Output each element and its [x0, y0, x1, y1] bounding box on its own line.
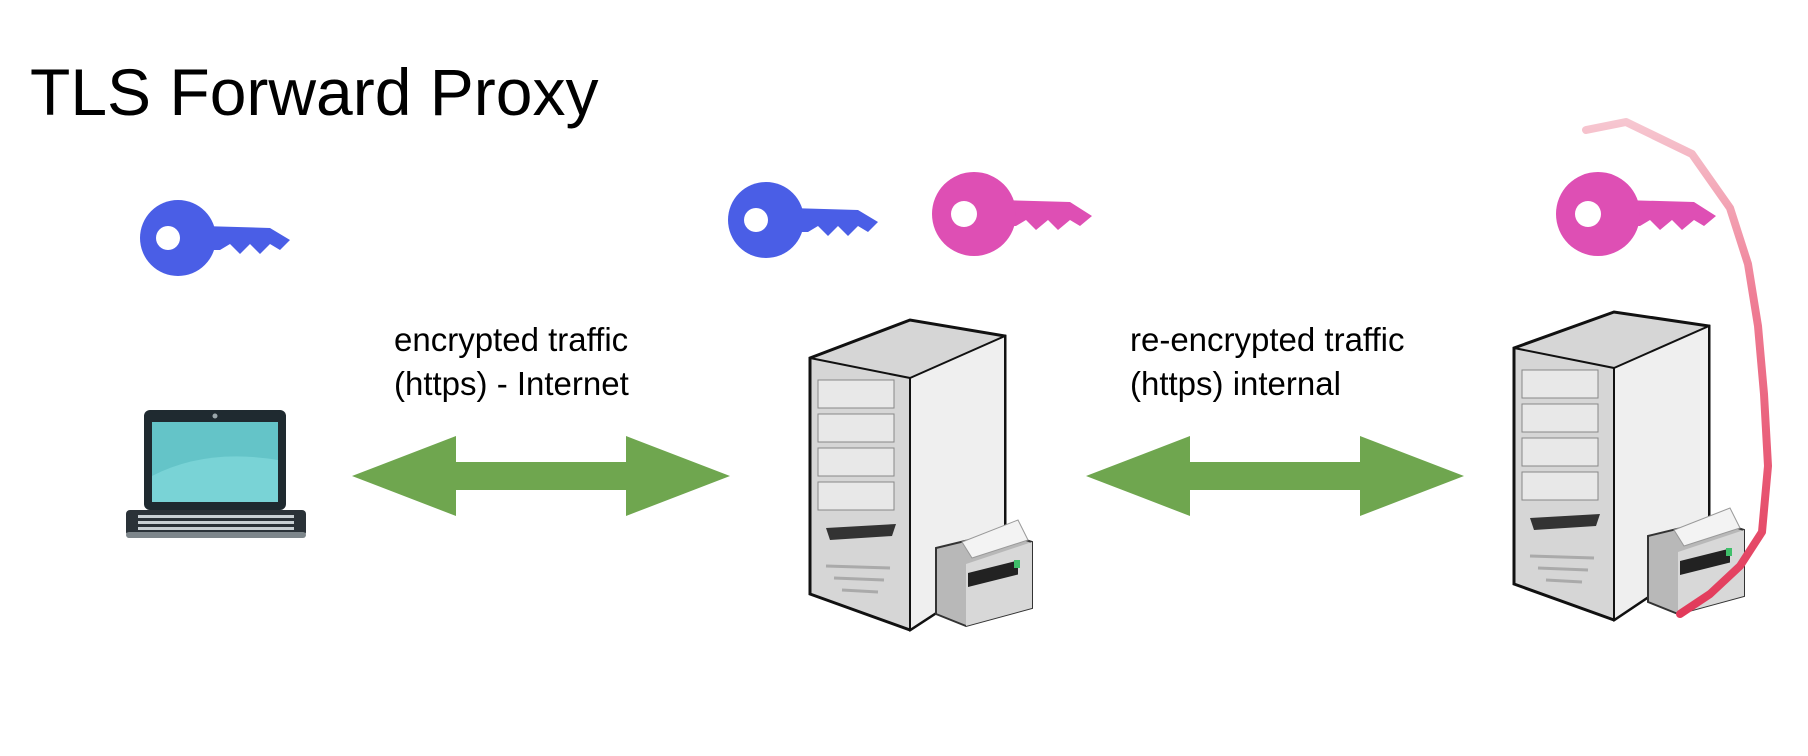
- internet-traffic-line-1: encrypted traffic: [394, 321, 629, 358]
- server-internal-key-icon: [1556, 172, 1716, 256]
- internal-traffic-line-2: (https) internal: [1130, 365, 1341, 402]
- internal-traffic-label: re-encrypted traffic (https) internal: [1130, 318, 1405, 406]
- laptop-icon: [126, 410, 306, 538]
- internal-traffic-arrow: [1086, 436, 1464, 516]
- destination-server-icon: [1512, 310, 1745, 622]
- page-title: TLS Forward Proxy: [30, 55, 599, 129]
- annotation-stroke: [1582, 118, 1772, 618]
- proxy-server-icon: [808, 318, 1033, 632]
- internet-traffic-label: encrypted traffic (https) - Internet: [394, 318, 629, 406]
- internal-traffic-line-1: re-encrypted traffic: [1130, 321, 1405, 358]
- internet-traffic-arrow: [352, 436, 730, 516]
- client-key-icon: [140, 200, 290, 276]
- internet-traffic-line-2: (https) - Internet: [394, 365, 629, 402]
- proxy-client-key-icon: [728, 182, 878, 258]
- proxy-internal-key-icon: [932, 172, 1092, 256]
